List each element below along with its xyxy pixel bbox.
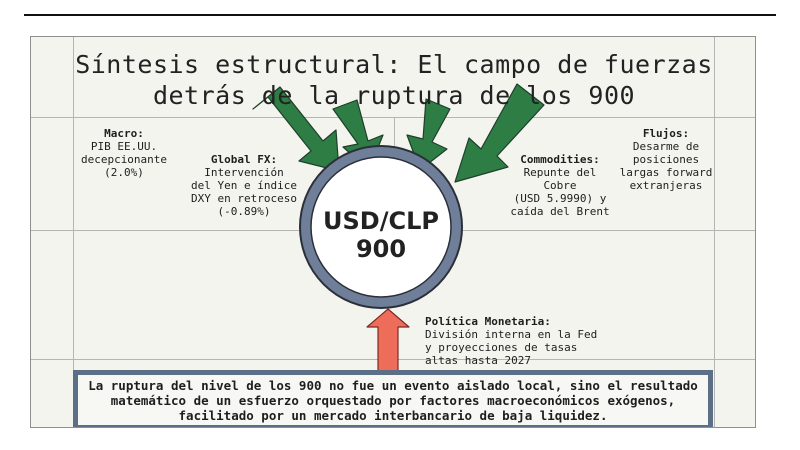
conclusion-box: La ruptura del nivel de los 900 no fue u… [73,370,713,427]
force-line: altas hasta 2027 [425,354,531,367]
hub-face [310,156,452,298]
slide-title: Síntesis estructural: El campo de fuerza… [75,50,713,110]
force-line: Cobre [543,179,577,192]
force-line: (2.0%) [104,166,144,179]
hub-level: 900 [355,235,407,263]
conclusion-text: La ruptura del nivel de los 900 no fue u… [88,377,698,423]
arrow-flujos [454,83,545,183]
force-line: (-0.89%) [217,205,271,218]
force-line: y proyecciones de tasas [425,341,578,354]
force-line: largas forward [619,166,713,179]
grid-line-h-1 [31,117,755,118]
force-label-commodities: Commodities: Repunte del Cobre (USD 5.99… [501,153,619,218]
slide: Síntesis estructural: El campo de fuerza… [30,36,756,428]
force-heading-politica: Política Monetaria: [425,315,551,328]
force-line: (USD 5.9990) y [513,192,607,205]
force-line: PIB EE.UU. [90,140,158,153]
grid-line-v-center [394,117,395,157]
top-rule [24,14,776,16]
force-line: DXY en retroceso [191,192,297,205]
grid-line-v-left [73,37,74,427]
force-line: decepcionante [80,153,168,166]
force-label-politica: Política Monetaria: División interna en … [425,315,635,367]
force-line: extranjeras [629,179,703,192]
force-line: Repunte del [523,166,597,179]
hub-label: USD/CLP 900 [316,207,446,263]
hub-pair: USD/CLP [323,207,439,235]
force-line: posiciones [632,153,700,166]
arrow-politica [366,308,410,374]
force-heading-global-fx: Global FX: [210,153,278,166]
force-heading-flujos: Flujos: [642,127,690,140]
force-line: Intervención [204,166,284,179]
arrow-commodities [406,98,451,171]
force-line: División interna en la Fed [425,328,598,341]
force-label-flujos: Flujos: Desarme de posiciones largas for… [607,127,725,192]
force-label-macro: Macro: PIB EE.UU. decepcionante (2.0%) [71,127,177,179]
force-heading-macro: Macro: [104,127,144,140]
force-line: caída del Brent [510,205,610,218]
force-diagram [252,83,545,374]
force-heading-commodities: Commodities: [520,153,600,166]
force-label-global-fx: Global FX: Intervención del Yen e índice… [181,153,307,218]
force-line: del Yen e índice [191,179,297,192]
force-line: Desarme de [632,140,700,153]
grid-line-v-right [714,37,715,427]
